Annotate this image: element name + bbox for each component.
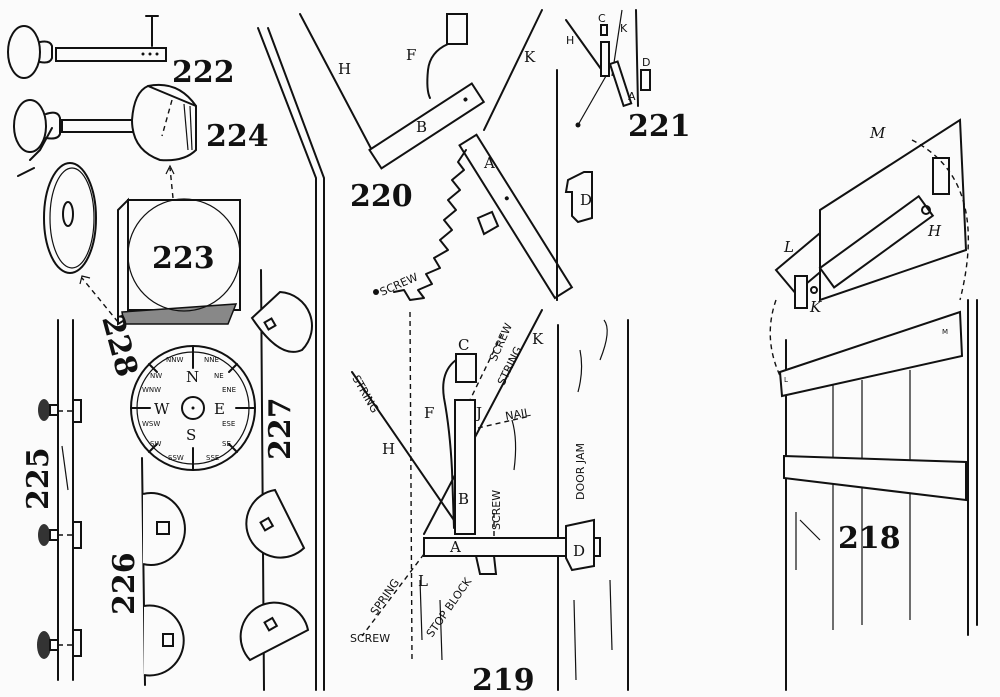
fig219-label-f: F <box>424 404 434 422</box>
figure-number-224: 224 <box>206 119 269 154</box>
fig219-label-c: C <box>458 336 469 354</box>
fig218-label-m: M <box>869 124 886 142</box>
fig220-label-b: B <box>416 118 427 136</box>
fig219-label-b: B <box>458 490 469 508</box>
compass-s: S <box>186 426 196 444</box>
fig219-label-spring: SPRING <box>368 576 402 617</box>
compass-ne: NE <box>214 372 224 380</box>
figure-number-226: 226 <box>107 552 142 615</box>
compass-wsw: WSW <box>142 420 160 428</box>
fig226-disc-rail <box>141 457 186 686</box>
fig218-label-m2: M <box>942 328 948 336</box>
compass-se: SE <box>222 440 231 448</box>
arrow-223-to-224 <box>169 167 174 199</box>
fig221-label-k: K <box>620 22 628 35</box>
fig224-knob-disc <box>13 84 197 177</box>
fig220-label-k: K <box>524 48 536 66</box>
fig225-knob-bar <box>37 319 82 681</box>
fig219-label-k: K <box>532 330 544 348</box>
figure-number-227: 227 <box>263 397 298 460</box>
fig220-label-h: H <box>338 60 351 78</box>
fig218-label-l2: L <box>784 376 788 384</box>
figure-number-221: 221 <box>628 109 691 144</box>
figure-number-225: 225 <box>21 447 56 510</box>
fig219-label-d: D <box>573 542 585 560</box>
compass-w: W <box>154 400 170 418</box>
fig219-label-string-left: STRING <box>349 373 381 415</box>
fig222-knob-spindle <box>7 15 167 79</box>
panel-divider-left <box>257 27 325 691</box>
fig220-latch-parts <box>299 9 574 301</box>
fig221-small-latch <box>556 9 651 301</box>
fig220-label-a: A <box>483 154 495 172</box>
compass-wnw: WNW <box>142 386 161 394</box>
compass-nw: NW <box>150 372 162 380</box>
fig219-label-l: L <box>418 572 428 590</box>
compass-n: N <box>186 368 199 386</box>
compass-nne: NNE <box>204 356 219 364</box>
fig219-label-stop-block: STOP BLOCK <box>424 575 475 640</box>
fig219-label-j: J <box>474 404 482 422</box>
fig221-label-h: H <box>566 34 574 47</box>
fig219-label-h: H <box>382 440 395 458</box>
fig218-label-k: K <box>809 298 822 316</box>
fig219-label-a: A <box>449 538 461 556</box>
fig219-label-screw-bottom: SCREW <box>350 632 390 645</box>
fig221-label-a: A <box>628 90 636 103</box>
figure-number-223: 223 <box>152 241 215 276</box>
fig218-label-l: L <box>783 238 794 256</box>
compass-sw: SW <box>150 440 161 448</box>
figure-number-220: 220 <box>350 179 413 214</box>
fig223-square-block <box>117 197 241 326</box>
compass-nnw: NNW <box>166 356 183 364</box>
fig221-label-c: C <box>598 12 606 25</box>
fig228-compass <box>130 345 256 471</box>
fig219-label-nail: NAIL <box>504 406 532 423</box>
fig227-cut-disc-rail <box>239 269 313 691</box>
figure-number-222: 222 <box>172 55 235 90</box>
fig218-label-h: H <box>927 222 942 240</box>
rosette-disc <box>43 162 97 274</box>
arrow-228-to-disc <box>81 277 119 323</box>
compass-ssw: SSW <box>168 454 184 462</box>
fig219-label-door-jam: DOOR JAM <box>574 443 587 500</box>
compass-ene: ENE <box>222 386 236 394</box>
figure-number-218: 218 <box>838 521 901 556</box>
fig221-label-d: D <box>642 56 650 69</box>
compass-e: E <box>214 400 225 418</box>
fig218-door-bar <box>769 118 978 691</box>
fig220-label-f: F <box>406 46 416 64</box>
compass-ese: ESE <box>222 420 235 428</box>
compass-sse: SSE <box>206 454 219 462</box>
fig219-label-screw-mid: SCREW <box>490 490 503 530</box>
figure-number-219: 219 <box>472 663 535 697</box>
fig221-label-d-block: D <box>580 191 592 209</box>
fig220-label-screw: SCREW <box>378 270 420 298</box>
fig219-door-latch-assembly <box>351 309 613 681</box>
